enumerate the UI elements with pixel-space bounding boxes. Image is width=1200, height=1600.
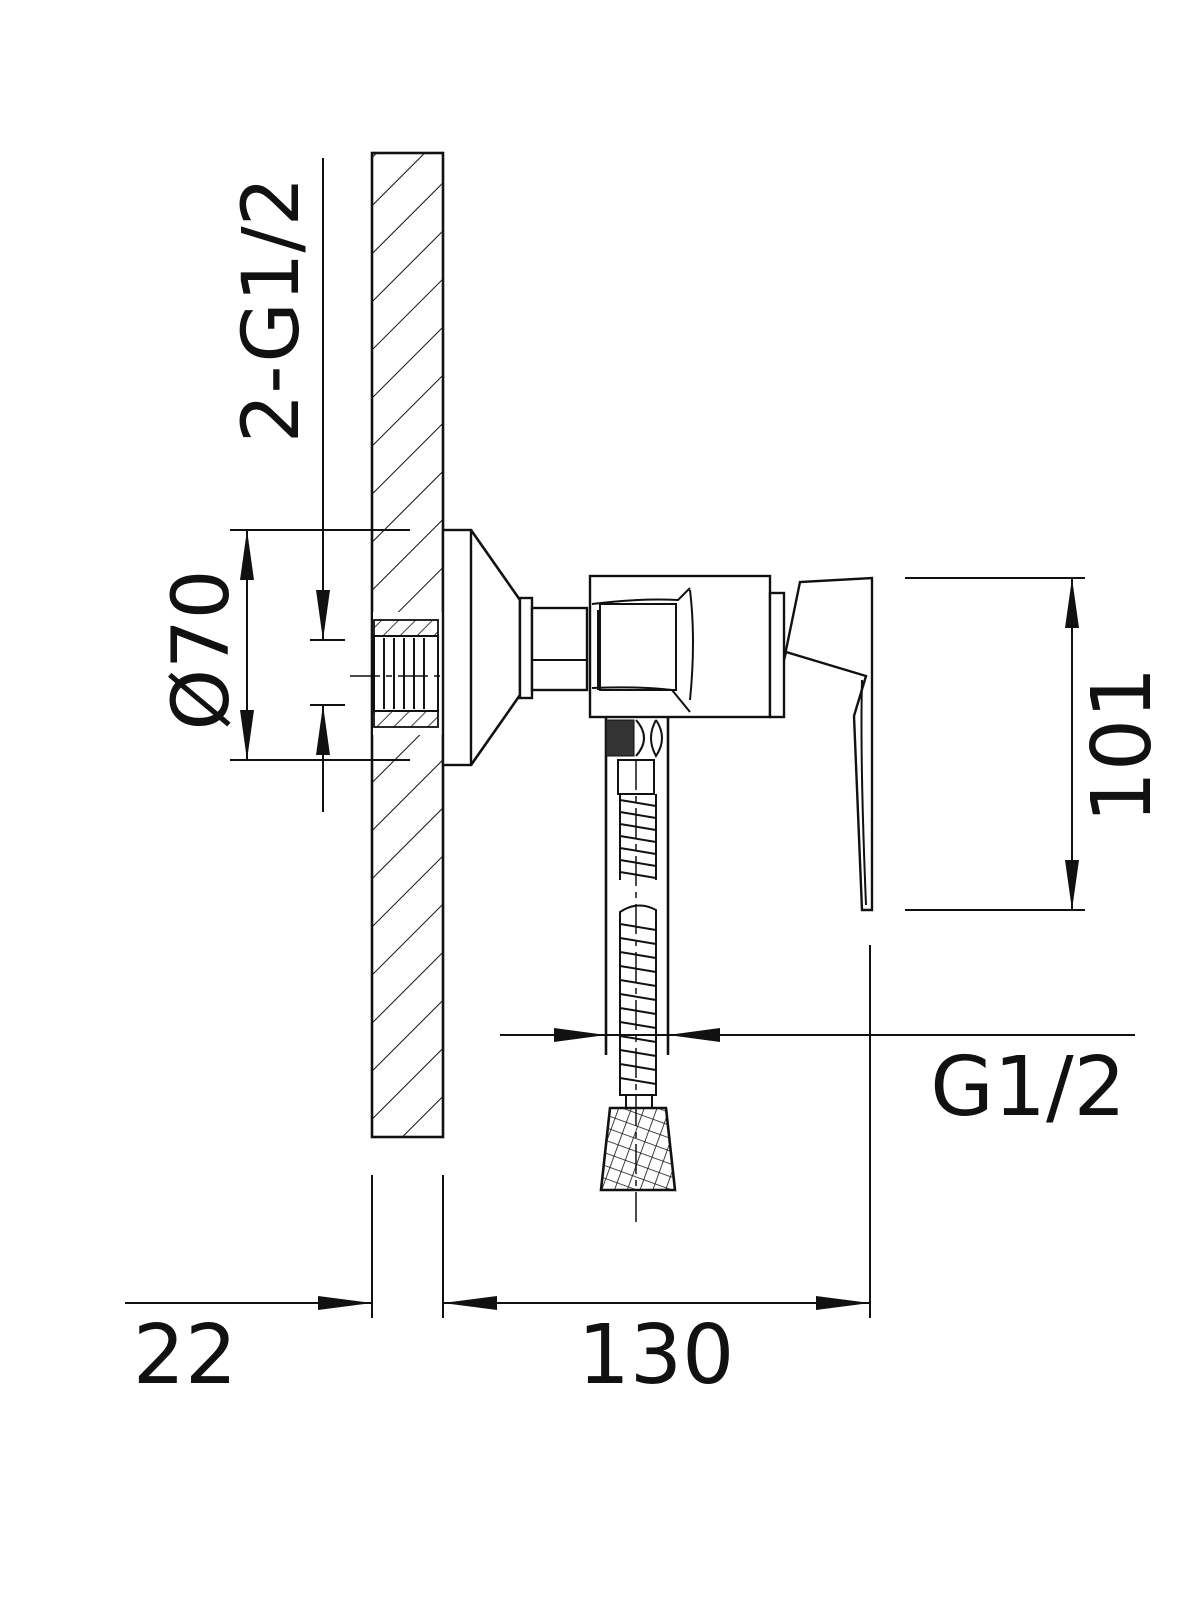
wall-flange — [441, 528, 522, 767]
label-projection: 130 — [578, 1308, 735, 1403]
label-outlet-thread: G1/2 — [930, 1040, 1126, 1135]
label-inlet-thread: 2-G1/2 — [227, 177, 317, 444]
wall-section — [370, 151, 445, 1139]
threaded-insert — [350, 619, 462, 728]
connector-nipple — [518, 596, 589, 700]
label-flange-diameter: Ø70 — [157, 570, 247, 731]
dim-lever-height — [905, 577, 1085, 911]
dim-flange-diameter — [230, 529, 410, 761]
dim-inlet-thread — [310, 158, 345, 812]
mixer-body — [588, 574, 772, 719]
lever-handle — [768, 576, 874, 912]
label-wall-thickness: 22 — [133, 1308, 237, 1403]
dim-outlet-thread — [500, 1028, 1135, 1042]
shower-hose — [599, 718, 677, 1225]
dim-bottom — [125, 945, 871, 1318]
label-lever-height: 101 — [1075, 667, 1170, 824]
